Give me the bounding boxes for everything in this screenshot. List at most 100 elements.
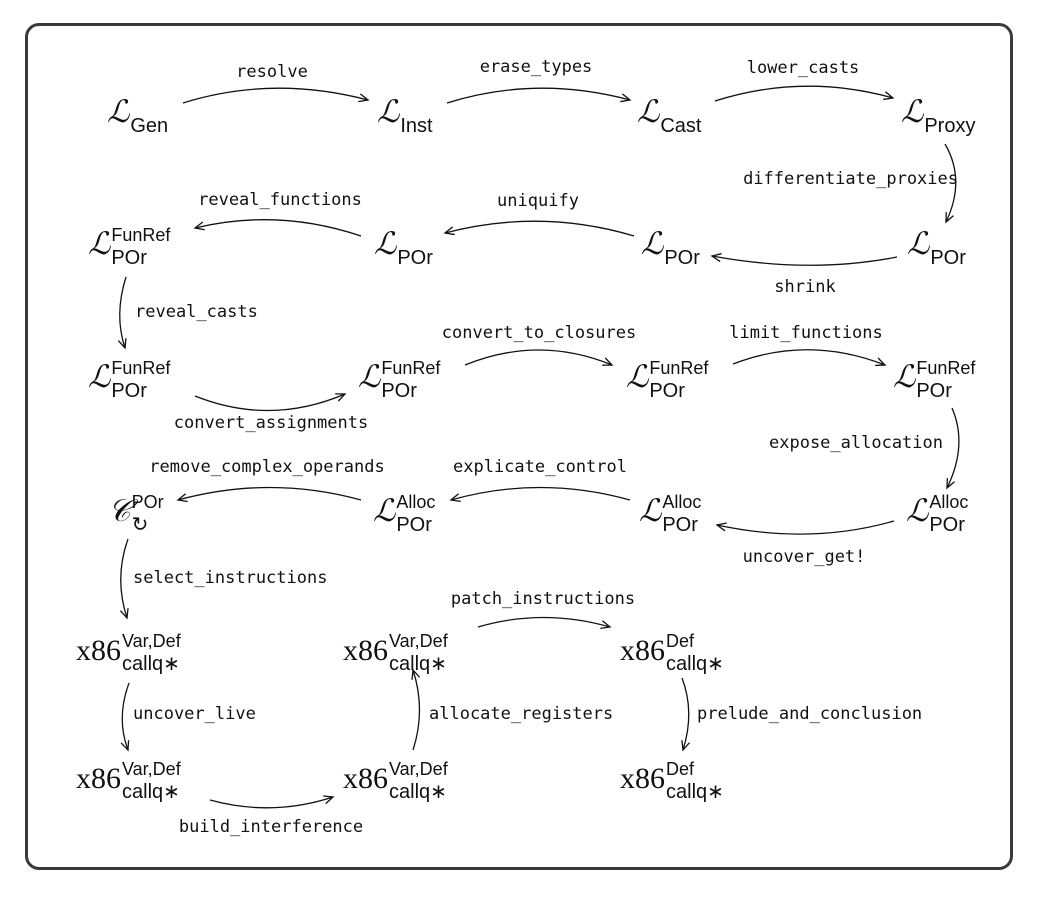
node-main-symbol: ℒ bbox=[107, 94, 130, 130]
node-subscript: POr bbox=[111, 247, 147, 269]
edge-label: shrink bbox=[774, 277, 835, 297]
edge-label: uncover_get! bbox=[743, 547, 866, 567]
node-subscript: Cast bbox=[660, 115, 702, 137]
node-main-symbol: ℒ bbox=[907, 226, 930, 262]
node-main-symbol: ℒ bbox=[373, 493, 396, 529]
node-subscript: POr bbox=[929, 514, 965, 536]
node-superscript: Alloc bbox=[396, 492, 435, 512]
node-subscript: POr bbox=[397, 247, 433, 269]
edge-arrow-lower-casts bbox=[714, 85, 895, 102]
node-main-symbol: ℒ bbox=[377, 94, 400, 130]
edge-arrow-reveal-functions bbox=[193, 219, 362, 237]
node-subscript: Gen bbox=[130, 115, 168, 137]
node-subscript: POr bbox=[381, 380, 417, 402]
node-main-symbol: x86 bbox=[76, 762, 121, 795]
edge-label: explicate_control bbox=[453, 457, 627, 477]
edge-label: limit_functions bbox=[729, 323, 883, 343]
node-superscript: Alloc bbox=[662, 492, 701, 512]
node-main-symbol: ℒ bbox=[626, 359, 649, 395]
node-subscript: POr bbox=[396, 514, 432, 536]
edge-arrow-convert-assignments bbox=[194, 393, 347, 412]
edge-arrow-expose-allocation bbox=[946, 407, 960, 490]
node-subscript: POr bbox=[664, 247, 700, 269]
edge-arrow-erase-types bbox=[446, 87, 632, 104]
node-subscript: Inst bbox=[400, 115, 433, 137]
node-subscript: POr bbox=[649, 380, 685, 402]
node-superscript: Alloc bbox=[929, 492, 968, 512]
edge-arrow-build-interference bbox=[209, 795, 335, 809]
node-superscript: FunRef bbox=[111, 225, 171, 245]
edge-label: allocate_registers bbox=[429, 704, 613, 724]
node-superscript: Var,Def bbox=[122, 759, 182, 779]
edge-arrow-reveal-casts bbox=[117, 276, 127, 350]
node-superscript: POr bbox=[132, 492, 164, 512]
edge-label: patch_instructions bbox=[451, 589, 635, 609]
node-main-symbol: ℒ bbox=[88, 226, 111, 262]
diagram-frame bbox=[25, 23, 1013, 870]
edge-label: build_interference bbox=[179, 817, 363, 837]
edge-label: remove_complex_operands bbox=[149, 457, 384, 477]
node-subscript: POr bbox=[111, 380, 147, 402]
edge-label: reveal_casts bbox=[135, 302, 258, 322]
node-main-symbol: ℒ bbox=[358, 359, 381, 395]
edge-arrow-resolve bbox=[182, 87, 370, 104]
edge-label: uncover_live bbox=[133, 704, 256, 724]
node-superscript: FunRef bbox=[916, 358, 976, 378]
node-subscript: ↻ bbox=[132, 514, 149, 536]
edge-arrow-uncover-get bbox=[715, 520, 895, 535]
node-subscript: POr bbox=[662, 514, 698, 536]
edge-arrow-uncover-live bbox=[120, 682, 130, 752]
node-superscript: Var,Def bbox=[389, 631, 449, 651]
edge-label: erase_types bbox=[480, 57, 593, 77]
node-superscript: Def bbox=[666, 631, 695, 651]
node-subscript: callq∗ bbox=[389, 653, 447, 675]
node-main-symbol: x86 bbox=[620, 762, 665, 795]
node-subscript: callq∗ bbox=[389, 781, 447, 803]
edge-arrow-differentiate-proxies bbox=[944, 143, 957, 224]
node-main-symbol: ℒ bbox=[639, 493, 662, 529]
node-main-symbol: x86 bbox=[343, 762, 388, 795]
node-subscript: callq∗ bbox=[122, 781, 180, 803]
edge-arrow-select-instructions bbox=[119, 538, 129, 620]
node-main-symbol: ℒ bbox=[901, 94, 924, 130]
edge-label: resolve bbox=[236, 62, 308, 82]
edge-label: differentiate_proxies bbox=[743, 169, 958, 189]
node-main-symbol: ℒ bbox=[893, 359, 916, 395]
edge-arrow-allocate-registers bbox=[411, 668, 421, 751]
edge-label: reveal_functions bbox=[198, 190, 362, 210]
node-superscript: Def bbox=[666, 759, 695, 779]
edge-arrow-shrink bbox=[710, 253, 898, 266]
node-superscript: FunRef bbox=[649, 358, 709, 378]
node-subscript: callq∗ bbox=[666, 653, 724, 675]
node-superscript: Var,Def bbox=[122, 631, 182, 651]
node-subscript: POr bbox=[930, 247, 966, 269]
node-main-symbol: x86 bbox=[343, 634, 388, 667]
node-superscript: FunRef bbox=[111, 358, 171, 378]
edge-arrow-remove-complex-operands bbox=[176, 486, 362, 503]
node-main-symbol: ℒ bbox=[88, 359, 111, 395]
node-superscript: FunRef bbox=[381, 358, 441, 378]
node-subscript: POr bbox=[916, 380, 952, 402]
edge-arrow-patch-instructions bbox=[477, 616, 612, 630]
edge-label: lower_casts bbox=[747, 58, 860, 78]
edge-label: convert_to_closures bbox=[442, 323, 636, 343]
edge-label: select_instructions bbox=[133, 568, 327, 588]
edge-label: expose_allocation bbox=[769, 433, 943, 453]
